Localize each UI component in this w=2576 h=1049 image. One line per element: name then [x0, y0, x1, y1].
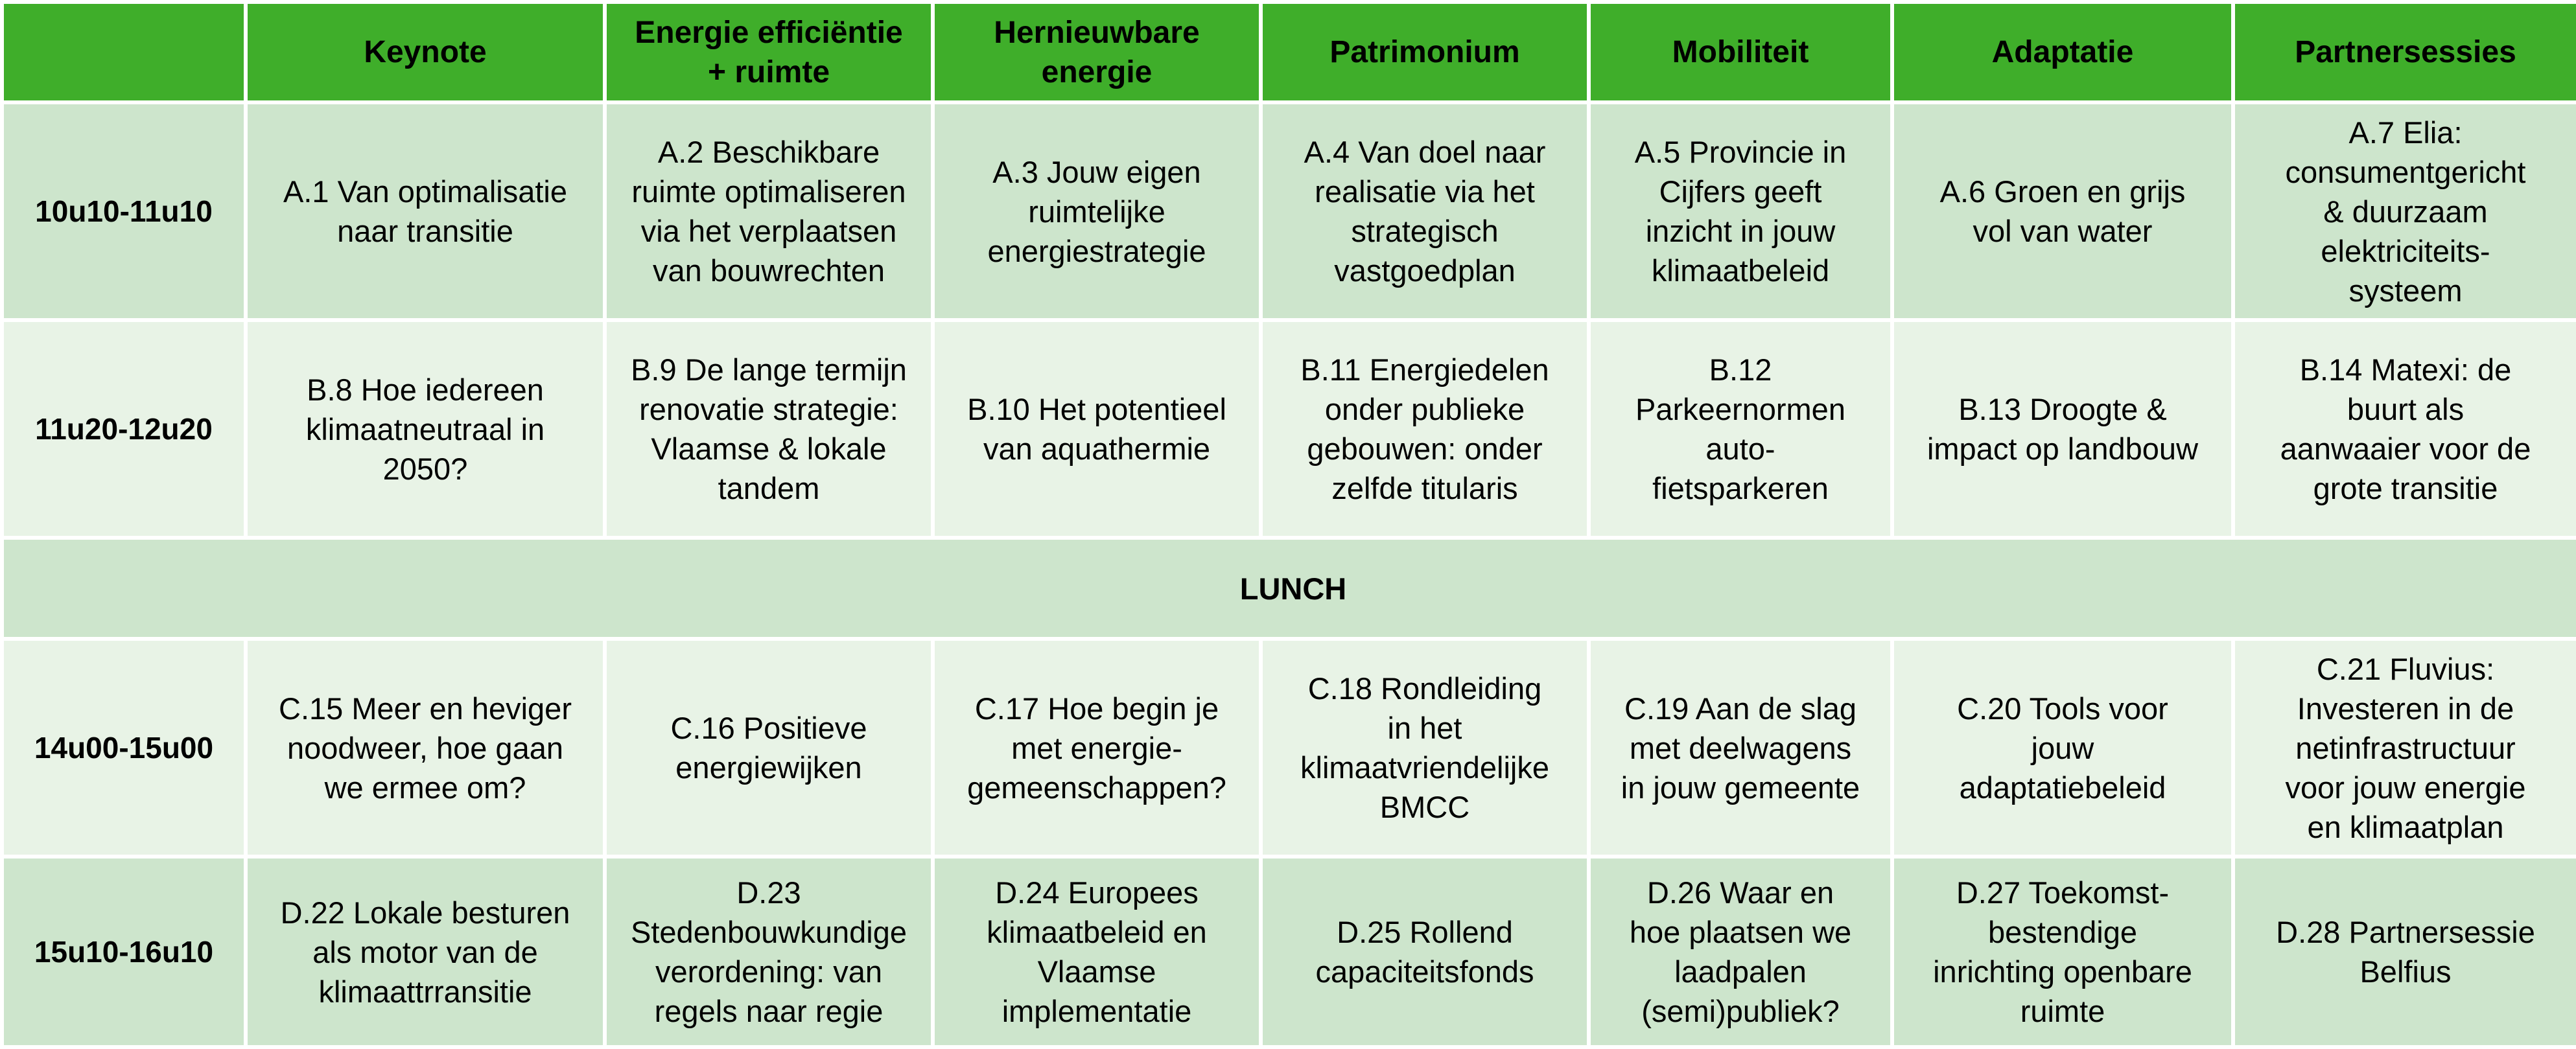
time-slot: 10u10-11u10: [0, 100, 248, 322]
header-adaptatie: Adaptatie: [1890, 0, 2235, 104]
session-cell: B.13 Droogte &impact op landbouw: [1890, 318, 2235, 540]
lunch-label: LUNCH: [1239, 571, 1347, 606]
header-energie-efficientie: Energie efficiëntie+ ruimte: [603, 0, 935, 104]
header-mobiliteit: Mobiliteit: [1587, 0, 1894, 104]
time-slot: 15u10-16u10: [0, 855, 248, 1049]
header-row: Keynote Energie efficiëntie+ ruimte Hern…: [0, 0, 2576, 104]
header-keynote: Keynote: [244, 0, 607, 104]
header-partnersessies: Partnersessies: [2231, 0, 2576, 104]
time-slot: 14u00-15u00: [0, 637, 248, 859]
lunch-row: LUNCH: [0, 536, 2576, 641]
header-patrimonium: Patrimonium: [1259, 0, 1591, 104]
lunch-banner: LUNCH: [0, 536, 2576, 641]
header-corner-cell: [0, 0, 248, 104]
time-slot: 11u20-12u20: [0, 318, 248, 540]
